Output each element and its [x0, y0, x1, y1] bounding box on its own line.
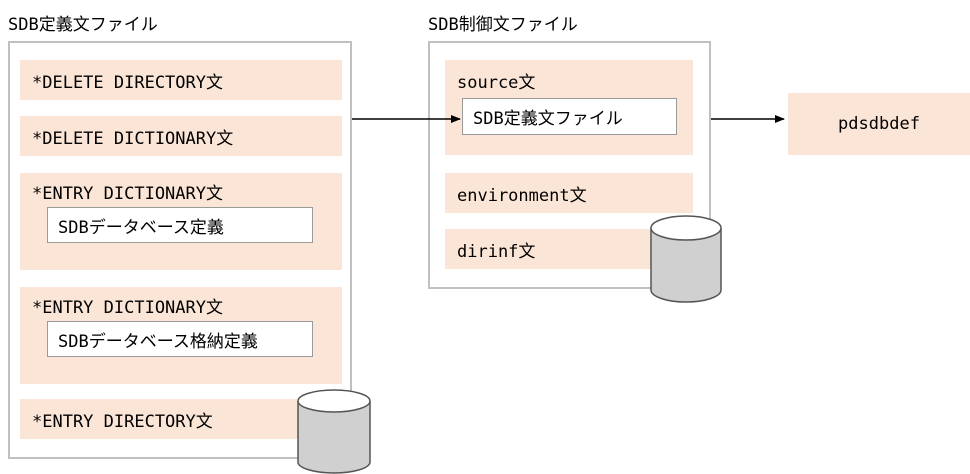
pdsdbdef-command-box: pdsdbdef: [788, 93, 970, 155]
disk-cylinder-icon: [297, 389, 371, 474]
control-file-title: SDB制御文ファイル: [428, 15, 578, 35]
statement-source: source文 SDB定義文ファイル: [445, 60, 693, 155]
statement-entry-directory: *ENTRY DIRECTORY文: [20, 399, 342, 439]
statement-delete-directory: *DELETE DIRECTORY文: [20, 60, 342, 100]
disk-cylinder-icon: [650, 215, 722, 303]
statement-delete-dictionary: *DELETE DICTIONARY文: [20, 116, 342, 156]
statement-label: dirinf文: [457, 242, 536, 262]
statement-label: *DELETE DIRECTORY文: [32, 73, 223, 93]
sdb-definition-file-ref-box: SDB定義文ファイル: [462, 98, 677, 135]
statement-entry-dictionary-1: *ENTRY DICTIONARY文 SDBデータベース定義: [20, 173, 342, 270]
sdb-database-storage-definition-box: SDBデータベース格納定義: [47, 321, 313, 357]
definition-file-title: SDB定義文ファイル: [8, 15, 158, 35]
statement-label: *ENTRY DICTIONARY文: [32, 298, 223, 318]
statement-label: environment文: [457, 186, 587, 206]
sdb-database-definition-box: SDBデータベース定義: [47, 207, 313, 243]
statement-label: source文: [457, 73, 536, 93]
statement-environment: environment文: [445, 173, 693, 213]
statement-label: *DELETE DICTIONARY文: [32, 129, 234, 149]
statement-label: *ENTRY DIRECTORY文: [32, 412, 213, 432]
statement-label: *ENTRY DICTIONARY文: [32, 184, 223, 204]
statement-entry-dictionary-2: *ENTRY DICTIONARY文 SDBデータベース格納定義: [20, 287, 342, 384]
